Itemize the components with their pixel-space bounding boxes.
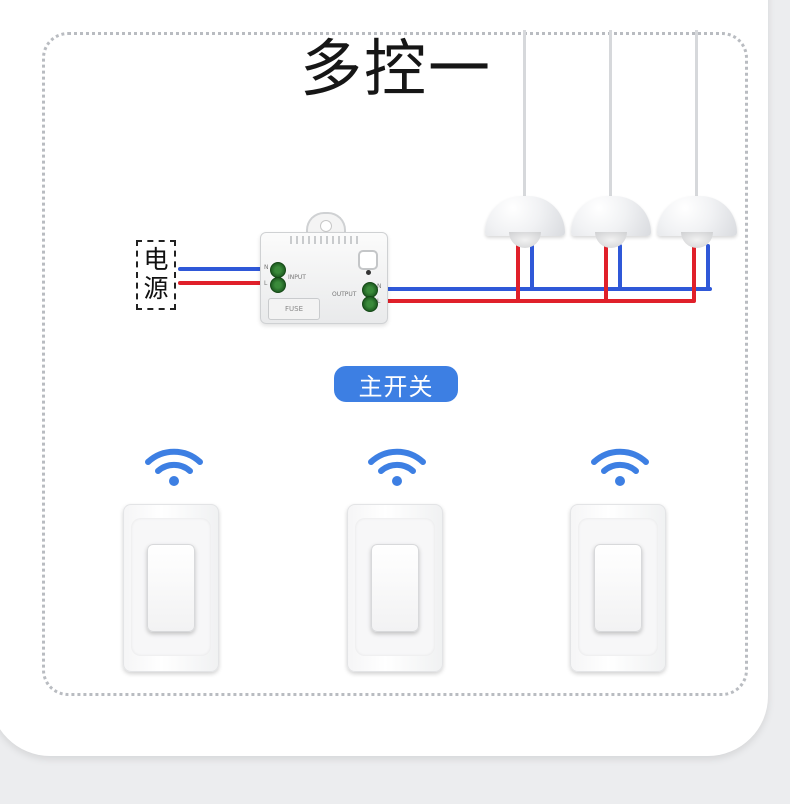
lamp-bulb [509,232,541,248]
lamp-1-live-drop [516,244,520,302]
input-terminal-n [270,262,286,278]
module-pair-button[interactable] [358,250,378,270]
power-label-2: 源 [143,274,169,303]
main-switch-badge: 主开关 [334,366,458,402]
pendant-lamp-2 [571,196,651,248]
module-fuse: FUSE [268,298,320,320]
lamp-shade [571,196,651,236]
lamp-bulb [681,232,713,248]
input-terminal-n-label: N [264,264,269,271]
output-terminal-n-label: N [377,283,382,290]
lamp-rod-3 [695,30,698,202]
wifi-icon [368,448,426,486]
lamp-bulb [595,232,627,248]
switch-rocker[interactable] [371,544,419,632]
lamp-2-live-drop [604,244,608,302]
wireless-switch-1[interactable] [123,504,219,672]
module-output-label: OUTPUT [332,291,357,298]
input-terminal-l [270,277,286,293]
output-wire-neutral [384,287,712,291]
output-terminal-l-label: L [377,298,381,305]
fuse-label: FUSE [284,305,304,313]
input-wire-live [178,281,270,285]
output-wire-live [384,299,696,303]
page-title: 多控一 [300,32,493,105]
lamp-rod-2 [609,30,612,202]
wifi-icon [591,448,649,486]
wireless-switch-3[interactable] [570,504,666,672]
input-wire-neutral [178,267,270,271]
pendant-lamp-1 [485,196,565,248]
wifi-icon [145,448,203,486]
lamp-shade [657,196,737,236]
wireless-switch-2[interactable] [347,504,443,672]
power-label-1: 电 [143,245,169,275]
input-terminal-l-label: L [264,280,268,287]
lamp-rod-1 [523,30,526,202]
lamp-1-neutral-drop [530,244,534,290]
lamp-3-live-drop [692,244,696,302]
switch-rocker[interactable] [594,544,642,632]
pendant-lamp-3 [657,196,737,248]
output-terminal-l [362,296,378,312]
power-source-box: 电 源 [136,240,176,310]
module-input-label: INPUT [288,274,306,281]
lamp-2-neutral-drop [618,244,622,290]
diagram-frame [42,32,748,696]
switch-rocker[interactable] [147,544,195,632]
module-vents [290,236,360,244]
module-led [366,270,371,275]
lamp-3-neutral-drop [706,244,710,290]
lamp-shade [485,196,565,236]
